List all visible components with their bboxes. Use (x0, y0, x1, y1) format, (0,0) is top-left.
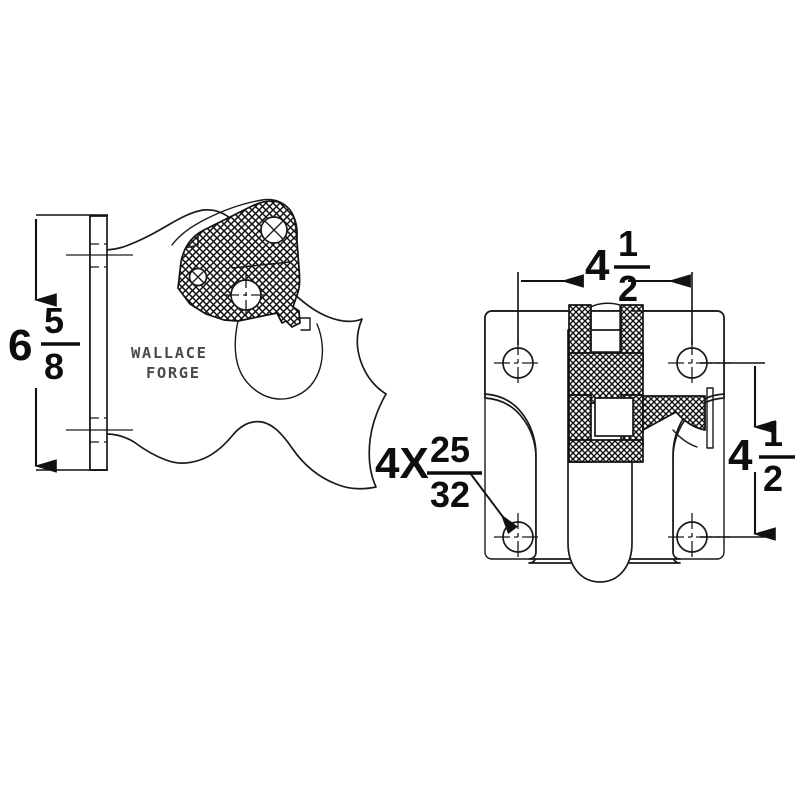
shank-hole-lower-centerline (66, 417, 133, 443)
mounting-hole-top-right (668, 339, 730, 387)
dim-horiz-denominator: 2 (618, 268, 638, 309)
shank-hole-upper-centerline (66, 243, 133, 268)
mounting-hole-top-left (494, 339, 542, 387)
dim-vert-whole: 4 (728, 431, 753, 480)
brand-line-1: WALLACE (131, 344, 208, 362)
latch-step-ledge (295, 317, 311, 331)
brand-line-2: FORGE (146, 364, 201, 382)
dim-vert-denominator: 2 (763, 458, 783, 499)
dimension-bolt-spacing-vertical: 4 1 2 (700, 362, 795, 541)
dim-height-denominator: 8 (44, 346, 64, 387)
upper-inner-slot (590, 302, 621, 353)
hatch-bottom-band (568, 439, 644, 463)
latch-pivot-hole-main (223, 272, 269, 318)
side-elevation-view: 6 5 8 WALLACE FORGE (8, 198, 387, 490)
hook-throat-curve (234, 309, 324, 400)
section-square-window (594, 397, 634, 437)
dimension-bolt-spacing-horizontal: 4 1 2 (517, 223, 693, 345)
latch-cap-curve (171, 198, 298, 246)
callout-hole-diameter: 4X 25 32 (375, 429, 518, 535)
dim-height-whole: 6 (8, 321, 32, 370)
callout-prefix: 4X (375, 439, 429, 488)
brand-stamp: WALLACE FORGE (131, 344, 208, 382)
dim-horiz-numerator: 1 (618, 223, 638, 264)
latch-pivot-bolt-upper (260, 216, 288, 244)
mounting-shank-plate (89, 215, 108, 471)
hook-body-outline (89, 208, 387, 490)
dimension-overall-height: 6 5 8 (8, 214, 108, 473)
dim-horiz-whole: 4 (585, 241, 610, 290)
callout-denominator: 32 (430, 474, 470, 515)
dim-height-numerator: 5 (44, 300, 64, 341)
dim-vert-numerator: 1 (763, 413, 783, 454)
plate-left-lower-edge (484, 393, 493, 560)
plan-section-hatched (568, 304, 706, 463)
front-plan-view: 4 1 2 4 1 2 4X 25 32 (375, 223, 795, 583)
latch-bolt-left (188, 267, 208, 287)
plate-right-lower-edge (716, 393, 725, 560)
boss-fillet-right (672, 429, 698, 448)
latch-internal-edge (231, 261, 291, 269)
latch-notch-edge (185, 235, 199, 249)
callout-numerator: 25 (430, 429, 470, 470)
right-flange-plate (706, 387, 714, 449)
